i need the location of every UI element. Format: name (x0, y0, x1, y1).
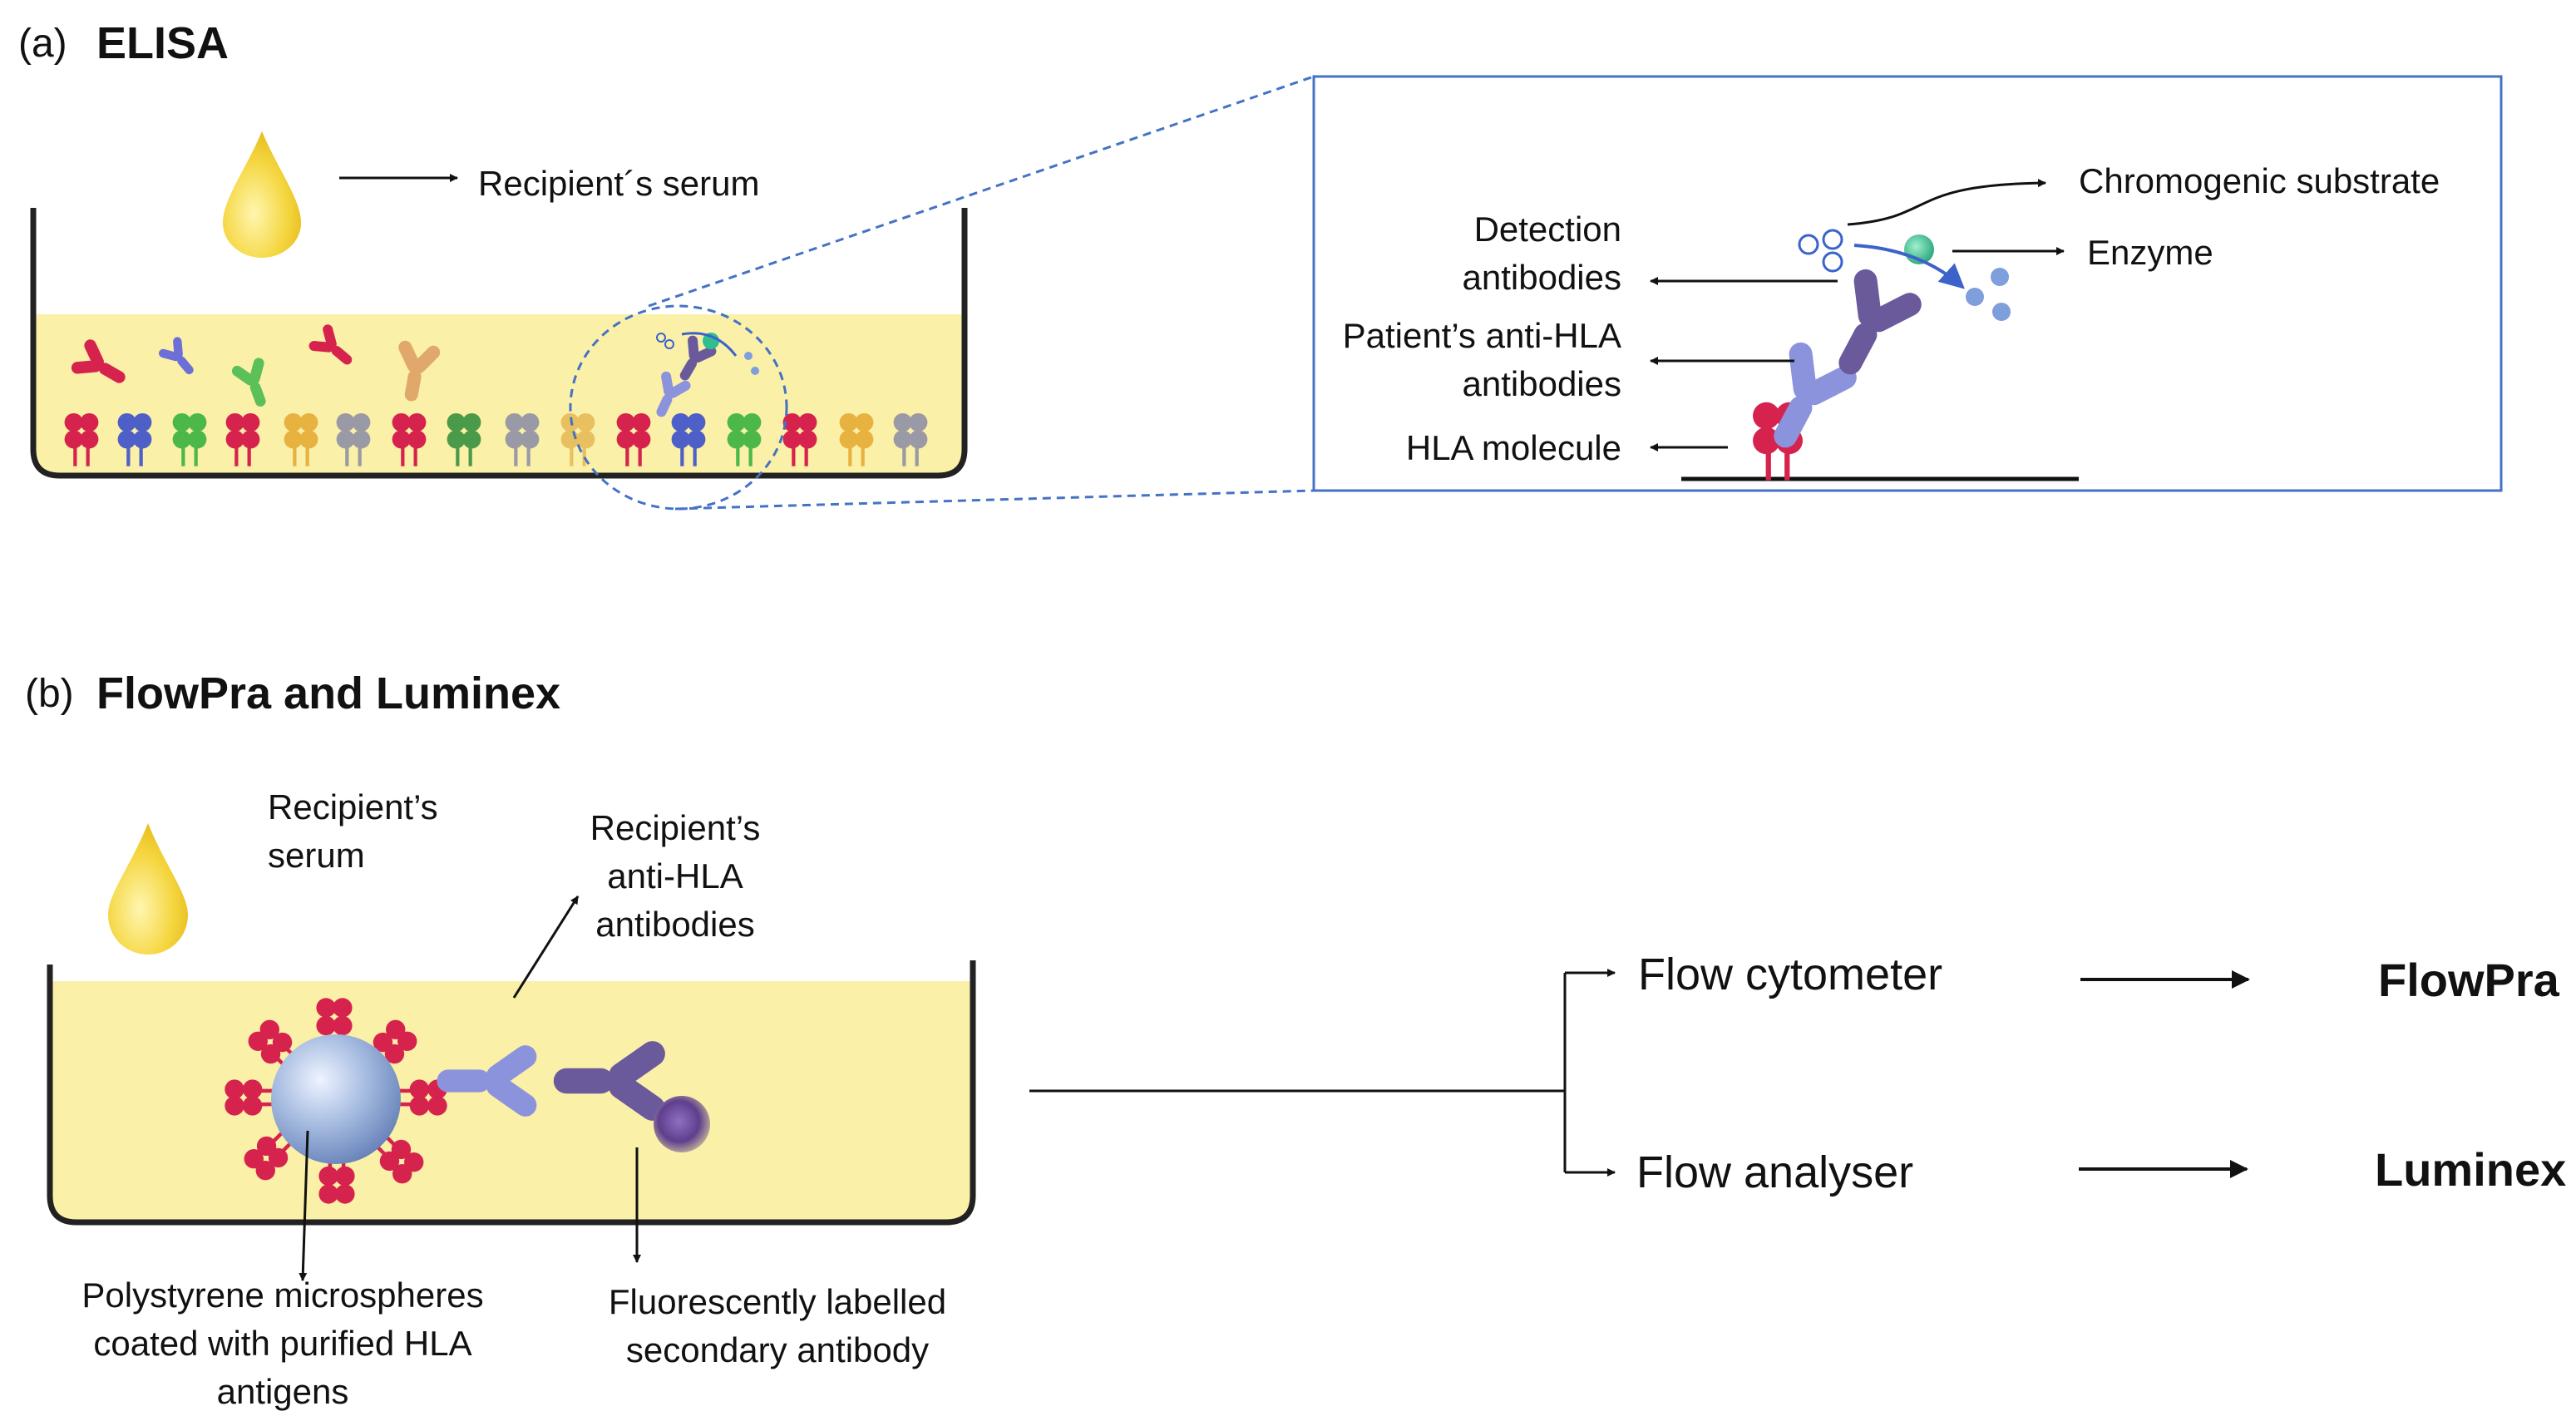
serum-label: Recipient´s serum (478, 164, 759, 203)
detection-label-1: Detection (1474, 210, 1621, 249)
panel-a-title: ELISA (96, 18, 229, 68)
recip-ab-label-3: antibodies (595, 905, 754, 944)
product-dot (1991, 268, 2009, 286)
hla-molecule (727, 412, 762, 466)
workflow-connector (1029, 969, 1616, 1177)
panel-b-title: FlowPra and Luminex (96, 669, 560, 718)
polystyrene-bead (271, 1034, 401, 1164)
serum-label-b-2: serum (268, 836, 365, 875)
enzyme-label: Enzyme (2087, 233, 2213, 272)
hla-molecule (117, 412, 152, 466)
serum-label-b-1: Recipient’s (268, 787, 438, 826)
hla-molecule (172, 412, 207, 466)
poly-label-3: antigens (217, 1372, 349, 1411)
hla-molecule (284, 412, 318, 466)
hla-molecule (893, 412, 928, 466)
fluor-label-2: secondary antibody (626, 1330, 929, 1369)
recip-ab-arrow (512, 895, 580, 999)
substrate-dot (1798, 234, 1819, 255)
recip-ab-label-2: anti-HLA (607, 856, 743, 895)
flow-analyser-label: Flow analyser (1636, 1147, 1913, 1197)
panel-a-tag: (a) (18, 22, 67, 66)
serum-drop-icon (223, 131, 301, 258)
chromogenic-label: Chromogenic substrate (2079, 161, 2440, 200)
zoom-circle (569, 304, 788, 511)
hla-molecule (336, 412, 371, 466)
hla-label: HLA molecule (1406, 428, 1621, 467)
mini-complex (643, 331, 759, 424)
hla-molecule (447, 412, 481, 466)
hla-row (65, 413, 928, 466)
patient-label-2: antibodies (1463, 364, 1621, 403)
product-dot (1992, 303, 2011, 321)
substrate-dot (1822, 229, 1843, 250)
enzyme-reaction-arrow (1853, 244, 1965, 289)
hla-molecule (505, 412, 540, 466)
detection-label-2: antibodies (1463, 258, 1621, 297)
serum-drop-icon-b (108, 823, 188, 955)
hla-molecule (839, 412, 874, 466)
panel-b-tag: (b) (25, 672, 74, 716)
luminex-result: Luminex (2375, 1143, 2566, 1196)
substrate-dot (1822, 251, 1843, 273)
zoom-detail (1681, 229, 2079, 481)
hla-molecule (560, 412, 595, 466)
zoom-line-bottom (674, 489, 1315, 511)
zoom-box (1312, 75, 2503, 492)
zoom-line-top (648, 75, 1315, 308)
flow-cytometer-label: Flow cytometer (1638, 950, 1942, 999)
product-dot (1966, 288, 1984, 306)
fluor-label-1: Fluorescently labelled (609, 1282, 946, 1321)
poly-label-1: Polystyrene microspheres (81, 1275, 483, 1315)
poly-label-2: coated with purified HLA (93, 1324, 471, 1363)
recip-ab-label-1: Recipient’s (590, 808, 761, 847)
elisa-well (30, 208, 968, 479)
poly-arrow (299, 1130, 309, 1281)
fluorophore-icon (654, 1096, 710, 1152)
patient-label-1: Patient’s anti-HLA (1343, 316, 1621, 355)
chromogenic-arrow (1847, 179, 2046, 226)
flowpra-result: FlowPra (2378, 954, 2560, 1006)
hla-molecule (671, 412, 706, 466)
hla-coated-bead (225, 998, 447, 1203)
